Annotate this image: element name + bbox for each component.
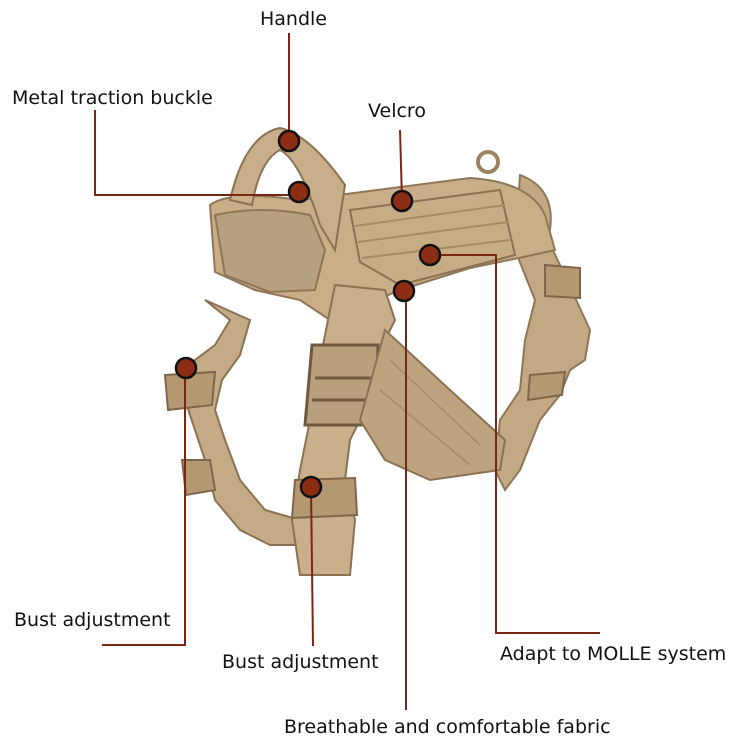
marker-velcro: [390, 189, 414, 213]
marker-molle: [418, 243, 442, 267]
leader-lines: [94, 33, 600, 710]
marker-handle: [277, 129, 301, 153]
label-breathable-fabric: Breathable and comfortable fabric: [284, 716, 611, 738]
label-metal-traction-buckle: Metal traction buckle: [12, 87, 213, 109]
leader-molle: [430, 254, 600, 634]
label-molle-system: Adapt to MOLLE system: [500, 643, 727, 665]
marker-bust-left: [174, 356, 198, 380]
marker-fabric: [392, 279, 416, 303]
leader-bust-left: [102, 368, 186, 646]
leader-metal-buckle: [94, 110, 298, 196]
label-bust-adjustment-center: Bust adjustment: [222, 651, 379, 673]
leader-velcro: [399, 129, 403, 201]
marker-metal-buckle: [287, 180, 311, 204]
callout-markers: [174, 129, 442, 499]
leader-bust-center: [310, 486, 314, 647]
marker-bust-center: [299, 475, 323, 499]
label-velcro: Velcro: [368, 100, 426, 122]
harness-picture: [163, 126, 592, 576]
label-handle: Handle: [260, 8, 328, 30]
label-bust-adjustment-left: Bust adjustment: [14, 609, 171, 631]
